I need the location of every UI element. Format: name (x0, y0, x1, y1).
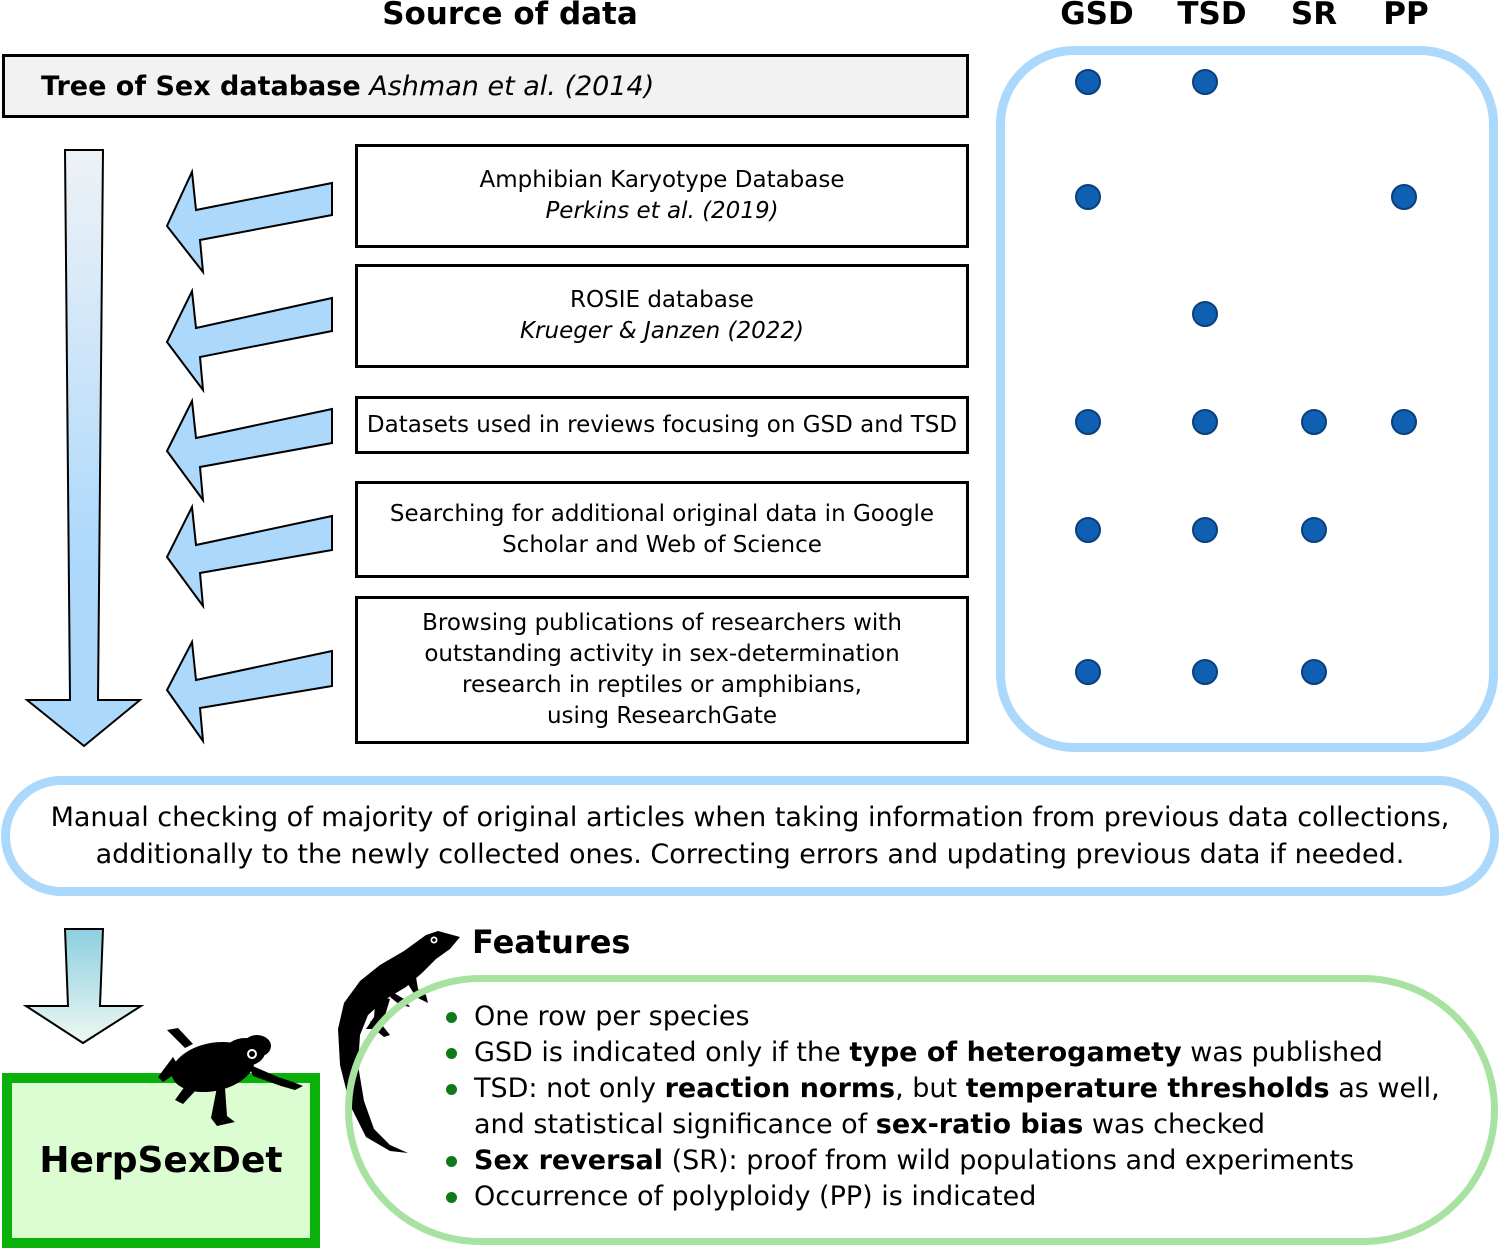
down-arrow-main (24, 149, 143, 748)
frog-icon (158, 1028, 303, 1126)
column-header-sr: SR (1290, 0, 1338, 32)
source-box-rosie: ROSIE database Krueger & Janzen (2022) (355, 264, 969, 368)
herpsexdet-label: HerpSexDet (39, 1140, 283, 1181)
column-header-tsd: TSD (1177, 0, 1247, 32)
coverage-dot-gsd (1075, 409, 1101, 435)
feature-text: and statistical significance of (474, 1109, 876, 1140)
coverage-dot-sr (1301, 659, 1327, 685)
source-of-data-heading: Source of data (382, 0, 638, 32)
tree-of-sex-citation: Ashman et al. (2014) (369, 70, 655, 102)
source-line: outstanding activity in sex-determinatio… (424, 641, 900, 667)
feature-text: Occurrence of polyploidy (PP) is indicat… (474, 1181, 1037, 1212)
feature-text: (SR): proof from wild populations and ex… (662, 1145, 1355, 1176)
coverage-dot-gsd (1075, 517, 1101, 543)
source-line: Scholar and Web of Science (502, 531, 822, 558)
feature-text: , but (895, 1073, 966, 1104)
source-citation: Krueger & Janzen (2022) (519, 318, 805, 344)
bullet-icon (446, 1156, 457, 1167)
source-box-amphibian-karyotype: Amphibian Karyotype Database Perkins et … (355, 144, 969, 248)
manual-checking-line-2: additionally to the newly collected ones… (95, 839, 1405, 870)
bullet-icon (446, 1192, 457, 1203)
left-arrow-1 (165, 168, 333, 276)
coverage-dot-tsd (1192, 301, 1218, 327)
feature-emphasis: sex-ratio bias (875, 1109, 1084, 1140)
feature-text: as well, (1329, 1073, 1440, 1104)
source-title: ROSIE database (570, 287, 754, 313)
feature-emphasis: temperature thresholds (965, 1073, 1330, 1104)
coverage-dot-gsd (1075, 69, 1101, 95)
feature-item: One row per species (446, 999, 1440, 1035)
coverage-dot-sr (1301, 409, 1327, 435)
column-header-pp: PP (1383, 0, 1429, 32)
coverage-dot-tsd (1192, 409, 1218, 435)
bullet-icon (446, 1084, 457, 1095)
coverage-dot-tsd (1192, 659, 1218, 685)
source-line: research in reptiles or amphibians, (462, 672, 862, 698)
feature-emphasis: type of heterogamety (849, 1037, 1182, 1068)
manual-checking-box: Manual checking of majority of original … (1, 776, 1499, 896)
coverage-dot-gsd (1075, 659, 1101, 685)
coverage-dot-sr (1301, 517, 1327, 543)
source-citation: Perkins et al. (2019) (545, 198, 779, 224)
feature-item-continuation: and statistical significance of sex-rati… (474, 1107, 1440, 1143)
coverage-dot-pp (1391, 184, 1417, 210)
feature-text: TSD: not only (474, 1073, 665, 1104)
source-line: Browsing publications of researchers wit… (422, 610, 902, 636)
source-line: Searching for additional original data i… (389, 500, 935, 527)
source-box-search: Searching for additional original data i… (355, 481, 969, 578)
bullet-icon (446, 1048, 457, 1059)
left-arrow-5 (165, 638, 333, 745)
feature-item: GSD is indicated only if the type of het… (446, 1035, 1440, 1071)
source-title: Datasets used in reviews focusing on GSD… (366, 411, 958, 438)
coverage-panel (996, 46, 1498, 752)
coverage-dot-tsd (1192, 517, 1218, 543)
herpsexdet-box: HerpSexDet (2, 1073, 320, 1248)
coverage-dot-pp (1391, 409, 1417, 435)
down-arrow-herp (22, 928, 145, 1045)
feature-text: GSD is indicated only if the (474, 1037, 850, 1068)
feature-item: Occurrence of polyploidy (PP) is indicat… (446, 1179, 1440, 1215)
column-header-gsd: GSD (1060, 0, 1134, 32)
feature-item: Sex reversal (SR): proof from wild popul… (446, 1143, 1440, 1179)
source-box-review-datasets: Datasets used in reviews focusing on GSD… (355, 396, 969, 454)
coverage-dot-gsd (1075, 184, 1101, 210)
feature-emphasis: reaction norms (664, 1073, 896, 1104)
feature-item: TSD: not only reaction norms, but temper… (446, 1071, 1440, 1107)
feature-emphasis: Sex reversal (474, 1145, 663, 1176)
source-title: Amphibian Karyotype Database (479, 167, 845, 193)
features-box (345, 975, 1498, 1245)
tree-of-sex-box: Tree of Sex database Ashman et al. (2014… (2, 54, 969, 118)
bullet-icon (446, 1012, 457, 1023)
feature-text: was published (1181, 1037, 1383, 1068)
features-heading: Features (472, 923, 631, 961)
left-arrow-3 (165, 397, 333, 504)
left-arrow-2 (165, 287, 333, 394)
source-line: using ResearchGate (546, 703, 778, 729)
source-box-researchgate: Browsing publications of researchers wit… (355, 596, 969, 744)
tree-of-sex-name: Tree of Sex database (41, 70, 361, 102)
feature-text: One row per species (474, 1001, 750, 1032)
left-arrow-4 (165, 503, 333, 610)
feature-text: was checked (1083, 1109, 1266, 1140)
manual-checking-line-1: Manual checking of majority of original … (50, 802, 1450, 833)
coverage-dot-tsd (1192, 69, 1218, 95)
